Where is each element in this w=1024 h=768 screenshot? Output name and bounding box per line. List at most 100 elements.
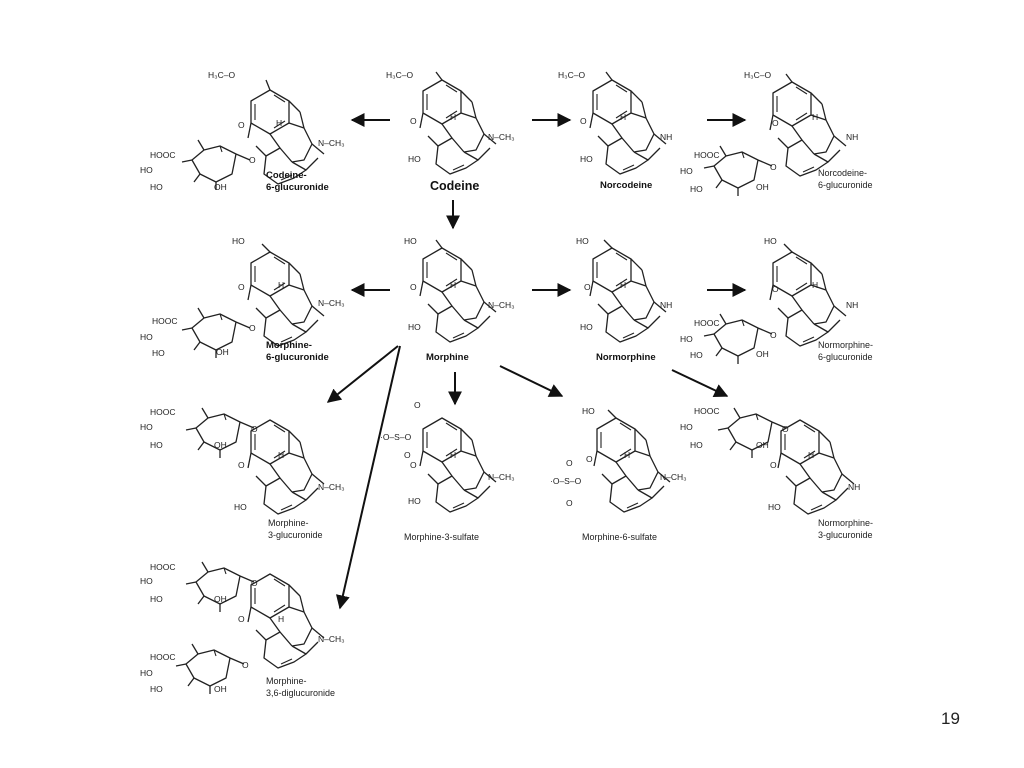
compound-name-line2: 3-glucuronide [268,530,323,540]
hydrogen-label: H [620,280,626,290]
sugar-ho-label: HO [690,350,703,360]
hydrogen-label: H [812,112,818,122]
link-oxygen-label: O [251,424,258,434]
hydroxyl-label: HO [764,236,777,246]
sugar-oh-label: OH [216,347,229,357]
sugar-cooh-label: HOOC [152,316,178,326]
compound-morphine-6-sulfate: HO O H N–CH₃ O ·O–S–O O Morphine-6-sulfa… [550,406,687,542]
sugar-ho-label: HO [140,668,153,678]
compound-normorphine: HO O H NH HO Normorphine [576,236,672,363]
sugar-oh-label: OH [214,594,227,604]
compound-name-line2: 6-glucuronide [266,182,329,193]
compound-name: Morphine-6-sulfate [582,532,657,542]
ring-oxygen-label: O [238,282,245,292]
compound-morphine-6-glucuronide: HO O H N–CH₃ O HOOC HO HO OH Morphine- 6… [140,236,345,363]
ring-oxygen-label: O [586,454,593,464]
compound-morphine-3-glucuronide: O HOOC HO HO OH O H N–CH₃ HO Morphine- 3… [140,407,345,540]
compound-name-line1: Normorphine- [818,340,873,350]
compound-morphine-3-sulfate: O ·O–S–O O O H N–CH₃ HO Morphine-3-sulfa… [380,400,515,542]
ring-oxygen-label: O [580,116,587,126]
ring-oxygen-label: O [410,282,417,292]
sugar-ho-label: HO [150,182,163,192]
hydrogen-label: H [450,450,456,460]
hydrogen-label: H [278,614,284,624]
sugar-ho-label: HO [140,576,153,586]
compound-name-line1: Codeine- [266,170,307,181]
arrow-normorphine-to-normorphine3g [671,369,729,397]
hydrogen-label: H [276,118,282,128]
link-oxygen-label: O [249,155,256,165]
compound-name-line2: 6-glucuronide [818,352,873,362]
hydrogen-label: H [450,112,456,122]
link-oxygen-label: O [249,323,256,333]
sulfate-oxygen-label: O [566,458,573,468]
amine-label: N–CH₃ [318,298,345,308]
compound-codeine: H₃C–O O H N–CH₃ HO Codeine [386,70,515,193]
hydrogen-label: H [450,280,456,290]
sulfate-oxygen-label: O [414,400,421,410]
link-oxygen-label: O [770,330,777,340]
hydroxyl-label: HO [582,406,595,416]
sugar-cooh-label: HOOC [150,652,176,662]
methoxy-label: H₃C–O [558,70,585,80]
hydrogen-label: H [808,450,814,460]
hydroxyl-label: HO [580,154,593,164]
compound-morphine: HO O H N–CH₃ HO Morphine [404,236,515,363]
sugar-cooh-label: HOOC [694,406,720,416]
sugar-ho-label: HO [680,166,693,176]
hydrogen-label: H [812,280,818,290]
ring-oxygen-label: O [772,284,779,294]
compound-name-line1: Morphine- [266,340,312,351]
amine-label: NH [846,132,858,142]
amine-label: N–CH₃ [488,472,515,482]
sugar-ho-label: HO [140,422,153,432]
amine-label: NH [848,482,860,492]
sugar-oh-label: OH [756,182,769,192]
ring-oxygen-label: O [238,614,245,624]
sugar-ho-label: HO [140,332,153,342]
compound-codeine-6-glucuronide: H₃C–O O H N–CH₃ O HOOC HO HO OH Codeine-… [140,70,345,193]
hydroxyl-label: HO [232,236,245,246]
methoxy-label: H₃C–O [386,70,413,80]
compound-name: Normorphine [596,352,656,363]
arrow-morphine-to-morphine6s [499,365,564,397]
compound-normorphine-6-glucuronide: HO O H NH O HOOC HO HO OH Normorphine- 6… [680,236,873,365]
amine-label: NH [660,132,672,142]
sugar-ho-label: HO [680,334,693,344]
hydrogen-label: H [278,450,284,460]
amine-label: N–CH₃ [660,472,687,482]
hydrogen-label: H [278,280,284,290]
hydrogen-label: H [620,112,626,122]
compound-name-line1: Morphine- [266,676,307,686]
sugar-ho-label: HO [690,184,703,194]
sugar-ho-label: HO [150,684,163,694]
sugar-cooh-label: HOOC [694,318,720,328]
ring-oxygen-label: O [410,116,417,126]
amine-label: NH [660,300,672,310]
hydroxyl-label: HO [234,502,247,512]
sugar-oh-label: OH [214,684,227,694]
hydroxyl-label: HO [408,322,421,332]
sugar-ho-label: HO [680,422,693,432]
compound-name-line2: 3-glucuronide [818,530,873,540]
compound-name: Norcodeine [600,180,652,191]
ring-oxygen-label: O [238,460,245,470]
ring-oxygen-label: O [238,120,245,130]
sulfate-group-label: ·O–S–O [550,476,582,486]
page-number: 19 [941,709,960,728]
compound-name: Morphine-3-sulfate [404,532,479,542]
link-oxygen-label: O [770,162,777,172]
compound-name-line1: Normorphine- [818,518,873,528]
sugar-ho-label: HO [150,440,163,450]
compound-name-line1: Morphine- [268,518,309,528]
sugar-cooh-label: HOOC [150,407,176,417]
hydrogen-label: H [624,450,630,460]
amine-label: N–CH₃ [318,482,345,492]
hydroxyl-label: HO [404,236,417,246]
amine-label: N–CH₃ [488,300,515,310]
link-oxygen-label: O [242,660,249,670]
sulfate-oxygen-label: O [566,498,573,508]
compound-name-line2: 3,6-diglucuronide [266,688,335,698]
ring-oxygen-label: O [584,282,591,292]
